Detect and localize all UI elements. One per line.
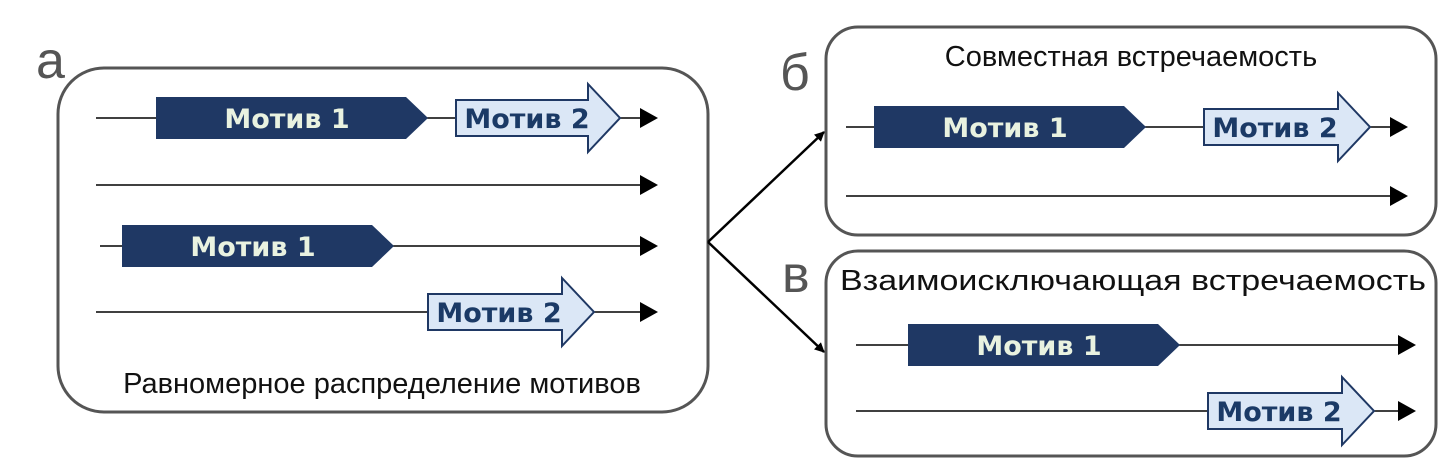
motif-2-label: Мотив 2: [1216, 397, 1341, 428]
motif-1-shape: [908, 324, 1180, 366]
panel-b-sequence-2: [846, 186, 1408, 206]
motif-2-shape: [1203, 90, 1372, 164]
sequence-arrowhead: [640, 175, 658, 195]
arrow-to-panel-c: [707, 241, 825, 353]
panel-c-letter: в: [782, 246, 810, 304]
panel-a-sequence-3: Мотив 1: [100, 225, 658, 267]
motif-2-shape: [1207, 374, 1376, 448]
motif-1-label: Мотив 1: [224, 104, 349, 135]
motif-1-shape: [122, 225, 394, 267]
panel-a-caption: Равномерное распределение мотивов: [123, 368, 641, 400]
motif-1-label: Мотив 1: [942, 113, 1067, 144]
panel-a: а Мотив 1 Мотив 2 Мотив 1 Мо: [36, 32, 710, 414]
panel-c: в Взаимоисключающая встречаемость Мотив …: [782, 246, 1438, 458]
motif-2-shape: [427, 275, 596, 349]
sequence-arrowhead: [1398, 335, 1416, 355]
panel-c-title: Взаимоисключающая встречаемость: [840, 265, 1426, 297]
motif-1-shape: [874, 106, 1146, 148]
panel-c-sequence-2: Мотив 2: [856, 374, 1416, 448]
sequence-arrowhead: [640, 302, 658, 322]
sequence-arrowhead: [1390, 186, 1408, 206]
motif-1-label: Мотив 1: [976, 331, 1101, 362]
sequence-arrowhead: [640, 108, 658, 128]
arrow-to-panel-b: [707, 131, 825, 243]
panel-a-letter: а: [36, 32, 65, 90]
connector-arrows: [707, 131, 825, 353]
sequence-arrowhead: [640, 236, 658, 256]
motif-2-label: Мотив 2: [436, 298, 561, 329]
panel-a-sequence-1: Мотив 1 Мотив 2: [96, 81, 658, 155]
motif-2-label: Мотив 2: [1212, 113, 1337, 144]
panel-a-sequence-4: Мотив 2: [96, 275, 658, 349]
sequence-arrowhead: [1390, 117, 1408, 137]
panel-b-letter: б: [780, 44, 810, 102]
motif-1-label: Мотив 1: [190, 232, 315, 263]
panel-b-title: Совместная встречаемость: [945, 41, 1317, 73]
motif-2-shape: [455, 81, 622, 155]
sequence-arrowhead: [1398, 401, 1416, 421]
panel-b: б Совместная встречаемость Мотив 1 Мотив…: [780, 25, 1438, 237]
motif-2-label: Мотив 2: [464, 104, 589, 135]
panel-c-sequence-1: Мотив 1: [856, 324, 1416, 366]
panel-b-sequence-1: Мотив 1 Мотив 2: [846, 90, 1408, 164]
panel-a-sequence-2: [96, 175, 658, 195]
motif-1-shape: [156, 97, 428, 139]
